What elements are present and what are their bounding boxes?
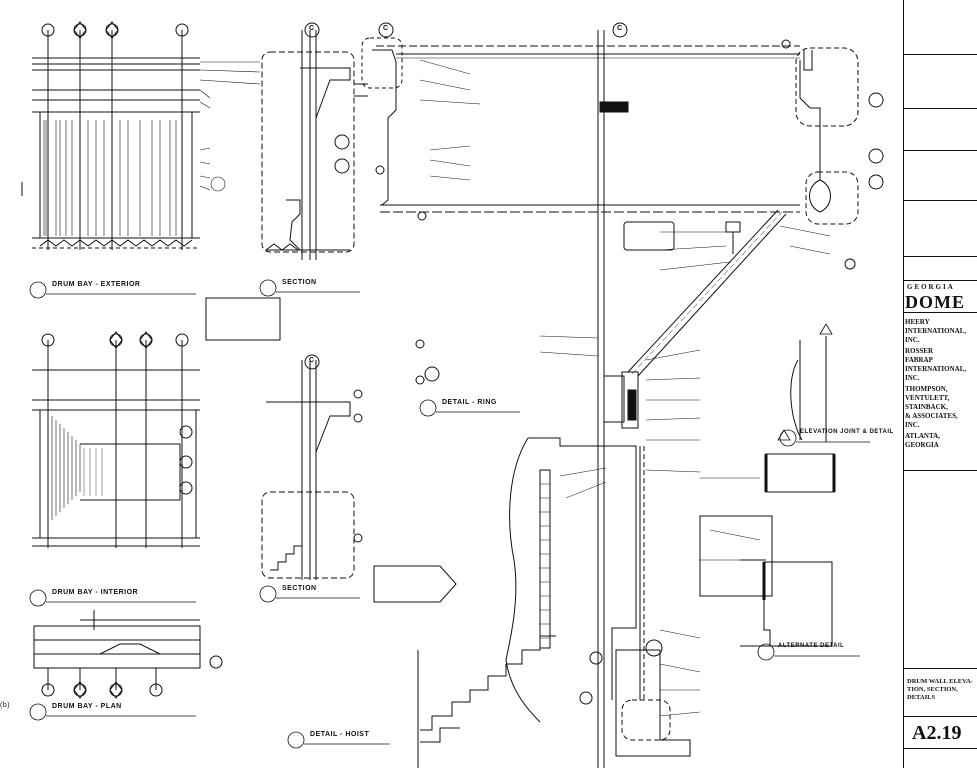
grid-mark-1: C (383, 25, 389, 32)
sheet-title: DRUM WALL ELEVA- TION, SECTION, DETAILS (907, 678, 973, 702)
firm-line-8: THOMPSON, (905, 385, 948, 393)
firm-line-7: INC. (905, 374, 920, 382)
detail-drum-bay-exterior (21, 21, 200, 250)
firm-line-9: VENTULETT, (905, 394, 950, 402)
detail-3-title: DETAIL - RING (442, 399, 497, 406)
firm-line-12: INC. (905, 421, 920, 429)
firm-line-10: STAINBACK, (905, 403, 948, 411)
grid-mark-2: C (617, 25, 623, 32)
title-block (903, 0, 977, 768)
firm-line-4: ROSSER (905, 347, 934, 355)
detail-section-upper (261, 22, 368, 260)
detail-drum-bay-plan (33, 610, 223, 699)
project-name: DOME (905, 292, 965, 312)
detail-1-title: DRUM BAY - EXTERIOR (52, 281, 141, 288)
firm-line-13: ATLANTA, (905, 432, 940, 440)
detail-9-title: ALTERNATE DETAIL (778, 643, 845, 649)
firm-line-14: GEORGIA (905, 441, 939, 449)
detail-4-title: ELEVATION JOINT & DETAIL (800, 429, 894, 435)
grid-mark-4: C (309, 357, 315, 364)
detail-elevation-joint (740, 336, 836, 647)
side-mark: (b) (0, 702, 11, 709)
firm-line-6: INTERNATIONAL, (905, 365, 967, 373)
firm-line-1: HEERY (905, 318, 930, 326)
detail-7-title: DRUM BAY - PLAN (52, 703, 122, 710)
detail-ring-section (361, 22, 884, 768)
detail-6-title: SECTION (282, 585, 317, 592)
sheet-number: A2.19 (912, 722, 962, 744)
detail-2-title: SECTION (282, 279, 317, 286)
detail-5-title: DRUM BAY - INTERIOR (52, 589, 139, 596)
grid-mark-3: C (309, 25, 315, 32)
detail-section-lower (261, 354, 363, 580)
firm-line-2: INTERNATIONAL, (905, 327, 967, 335)
detail-drum-bay-interior (32, 331, 200, 548)
sheet-title-line-2: TION, SECTION, (907, 686, 958, 693)
firm-line-3: INC. (905, 336, 920, 344)
firm-line-5: FABRAP (905, 356, 933, 364)
firm-line-11: & ASSOCIATES, (905, 412, 958, 420)
project-name-top: GEORGIA (907, 283, 955, 291)
detail-8-title: DETAIL - HOIST (310, 731, 370, 738)
sheet-title-line-3: DETAILS (907, 694, 936, 701)
sheet-title-line-1: DRUM WALL ELEVA- (907, 678, 973, 685)
